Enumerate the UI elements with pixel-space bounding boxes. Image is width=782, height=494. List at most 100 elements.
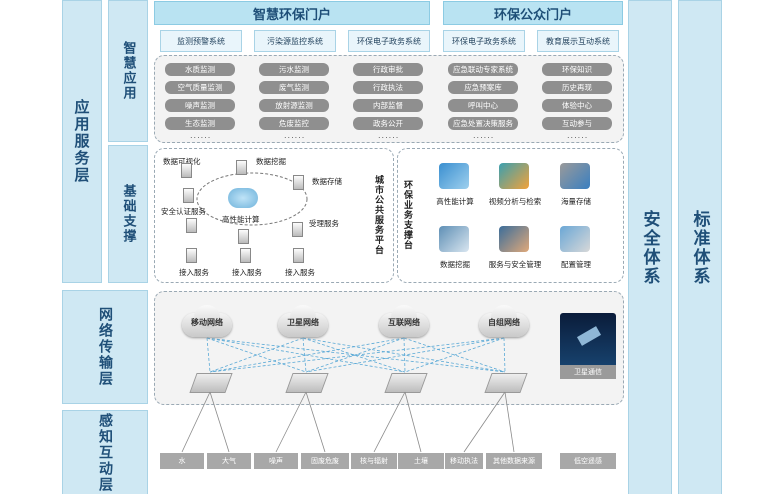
sensor-item: 水	[160, 453, 204, 469]
network-link	[302, 337, 307, 373]
ellipsis: ......	[567, 131, 589, 140]
layer-standard: 标准体系	[678, 0, 722, 494]
cloud-shape	[290, 305, 316, 329]
sensor-item: 大气	[207, 453, 251, 469]
env-item-icon	[499, 163, 529, 189]
smart-app-item: 应急预案库	[448, 81, 518, 94]
system-education: 教育展示互动系统	[537, 30, 619, 52]
smart-app-item: 生态监测	[165, 117, 235, 130]
smart-app-item: 体验中心	[542, 99, 612, 112]
layer-network: 网络传输层	[62, 290, 148, 404]
server-icon	[293, 248, 304, 263]
smart-app-item: 历史再现	[542, 81, 612, 94]
smart-app-item: 互动参与	[542, 117, 612, 130]
satellite-label: 卫星通信	[560, 365, 616, 379]
network-link	[404, 337, 505, 373]
sensor-link	[305, 391, 326, 453]
sensor-item: 低空遥感	[560, 453, 616, 469]
sensor-link	[275, 391, 307, 453]
smart-app-item: 水质监测	[165, 63, 235, 76]
smart-app-item: 内部监督	[353, 99, 423, 112]
smart-app-item: 行政执法	[353, 81, 423, 94]
env-item-label: 海量存储	[561, 197, 591, 206]
server-icon	[183, 188, 194, 203]
smart-app-item: 环保知识	[542, 63, 612, 76]
system-monitoring: 监测预警系统	[160, 30, 242, 52]
node-hpc: 高性能计算	[222, 215, 260, 224]
sensor-item: 核与辐射	[351, 453, 397, 469]
network-link	[302, 337, 406, 373]
layer-foundation-label: 基础支撑	[120, 184, 136, 244]
smart-app-item: 噪声监测	[165, 99, 235, 112]
node-mining: 数据挖掘	[256, 157, 286, 166]
sensor-link	[181, 391, 211, 453]
city-platform-title: 城市公共服务平台	[373, 175, 383, 255]
layer-perception: 感知互动层	[62, 410, 148, 494]
env-item-icon	[499, 226, 529, 252]
server-icon	[186, 248, 197, 263]
env-platform-title: 环保业务支撑台	[402, 180, 412, 250]
cloud-label: 自组网络	[488, 318, 520, 327]
server-icon	[181, 163, 192, 178]
cloud-label: 互联网络	[388, 318, 420, 327]
smart-portal-header: 智慧环保门户	[154, 1, 430, 25]
network-link	[206, 337, 211, 373]
cloud-shape	[391, 305, 417, 329]
sensor-item: 噪声	[254, 453, 298, 469]
city-platform-panel	[154, 148, 394, 283]
network-link	[503, 337, 506, 373]
layer-security-label: 安全体系	[639, 210, 660, 286]
smart-app-item: 政务公开	[353, 117, 423, 130]
env-item-icon	[560, 163, 590, 189]
system-egov-1: 环保电子政务系统	[348, 30, 430, 52]
hpc-ring	[196, 172, 308, 226]
smart-app-item: 应急处置决策服务	[448, 117, 518, 130]
network-panel	[154, 291, 624, 405]
cloud-shape	[491, 305, 517, 329]
layer-perception-label: 感知互动层	[97, 413, 113, 493]
server-icon	[236, 160, 247, 175]
ellipsis: ......	[378, 131, 400, 140]
network-link	[403, 337, 506, 373]
layer-foundation: 基础支撑	[108, 145, 148, 283]
server-icon	[238, 229, 249, 244]
node-visualization: 数据可视化	[163, 157, 201, 166]
sensor-item: 移动执法	[445, 453, 483, 469]
cloud-label: 移动网络	[191, 318, 223, 327]
cloud-label: 卫星网络	[287, 318, 319, 327]
network-link	[209, 337, 304, 373]
network-link	[206, 337, 406, 373]
smart-app-item: 放射源监测	[259, 99, 329, 112]
sensor-item: 其他数据来源	[486, 453, 542, 469]
ellipsis: ......	[473, 131, 495, 140]
smart-app-item: 呼叫中心	[448, 99, 518, 112]
public-portal-header: 环保公众门户	[443, 1, 623, 25]
layer-smart-app-label: 智慧应用	[120, 41, 136, 101]
server-icon	[292, 222, 303, 237]
env-item-icon	[439, 226, 469, 252]
sensor-link	[504, 391, 515, 453]
server-icon	[186, 218, 197, 233]
layer-app-service: 应用服务层	[62, 0, 102, 283]
sensor-link	[404, 391, 422, 453]
sensor-link	[209, 391, 230, 453]
server-icon	[240, 248, 251, 263]
env-item-label: 数据挖掘	[440, 260, 470, 269]
env-item-icon	[439, 163, 469, 189]
smart-app-item: 废气监测	[259, 81, 329, 94]
system-egov-2: 环保电子政务系统	[443, 30, 525, 52]
hpc-cloud-icon	[228, 188, 258, 208]
network-link	[305, 337, 505, 373]
node-accept: 受理服务	[309, 219, 339, 228]
node-access-3: 接入服务	[285, 268, 315, 277]
env-item-label: 配置管理	[561, 260, 591, 269]
sensor-link	[463, 391, 506, 453]
ellipsis: ......	[190, 131, 212, 140]
satellite-panel: 卫星通信	[560, 313, 616, 379]
network-cloud: 卫星网络	[272, 305, 334, 337]
layer-standard-label: 标准体系	[689, 210, 710, 286]
node-storage: 数据存储	[312, 177, 342, 186]
network-link	[209, 337, 405, 373]
